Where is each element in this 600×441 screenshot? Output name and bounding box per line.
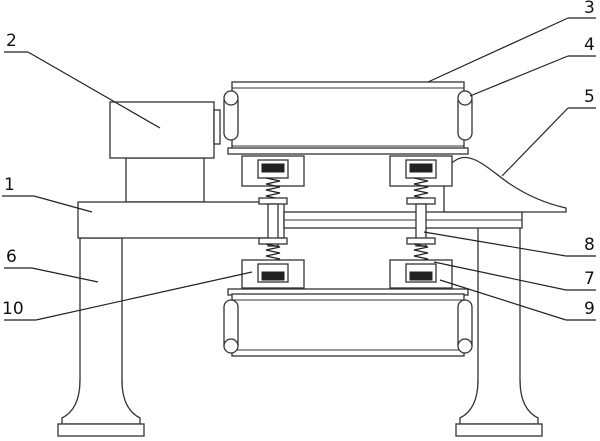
right-support-leg xyxy=(455,221,543,437)
leader-lines xyxy=(2,17,596,321)
label-7: 7 xyxy=(584,269,595,289)
label-3: 3 xyxy=(584,0,595,18)
left-shaft-assembly xyxy=(241,155,305,289)
right-shaft-assembly xyxy=(389,155,453,289)
upper-right-roller-end xyxy=(457,90,473,106)
frame-table xyxy=(77,201,523,239)
left-support-leg xyxy=(57,237,145,437)
lower-right-roller-end xyxy=(457,338,473,354)
label-9: 9 xyxy=(584,299,595,319)
label-8: 8 xyxy=(584,235,595,255)
upper-roller-box xyxy=(223,81,473,155)
label-10: 10 xyxy=(2,299,24,319)
lower-left-roller-end xyxy=(223,338,239,354)
upper-left-roller-end xyxy=(223,90,239,106)
lower-roller-box xyxy=(223,288,473,357)
label-1: 1 xyxy=(4,175,15,195)
label-4: 4 xyxy=(584,35,595,55)
label-5: 5 xyxy=(584,87,595,107)
label-6: 6 xyxy=(6,247,17,267)
label-2: 2 xyxy=(6,31,17,51)
feed-chute xyxy=(443,156,567,213)
motor xyxy=(109,101,221,203)
